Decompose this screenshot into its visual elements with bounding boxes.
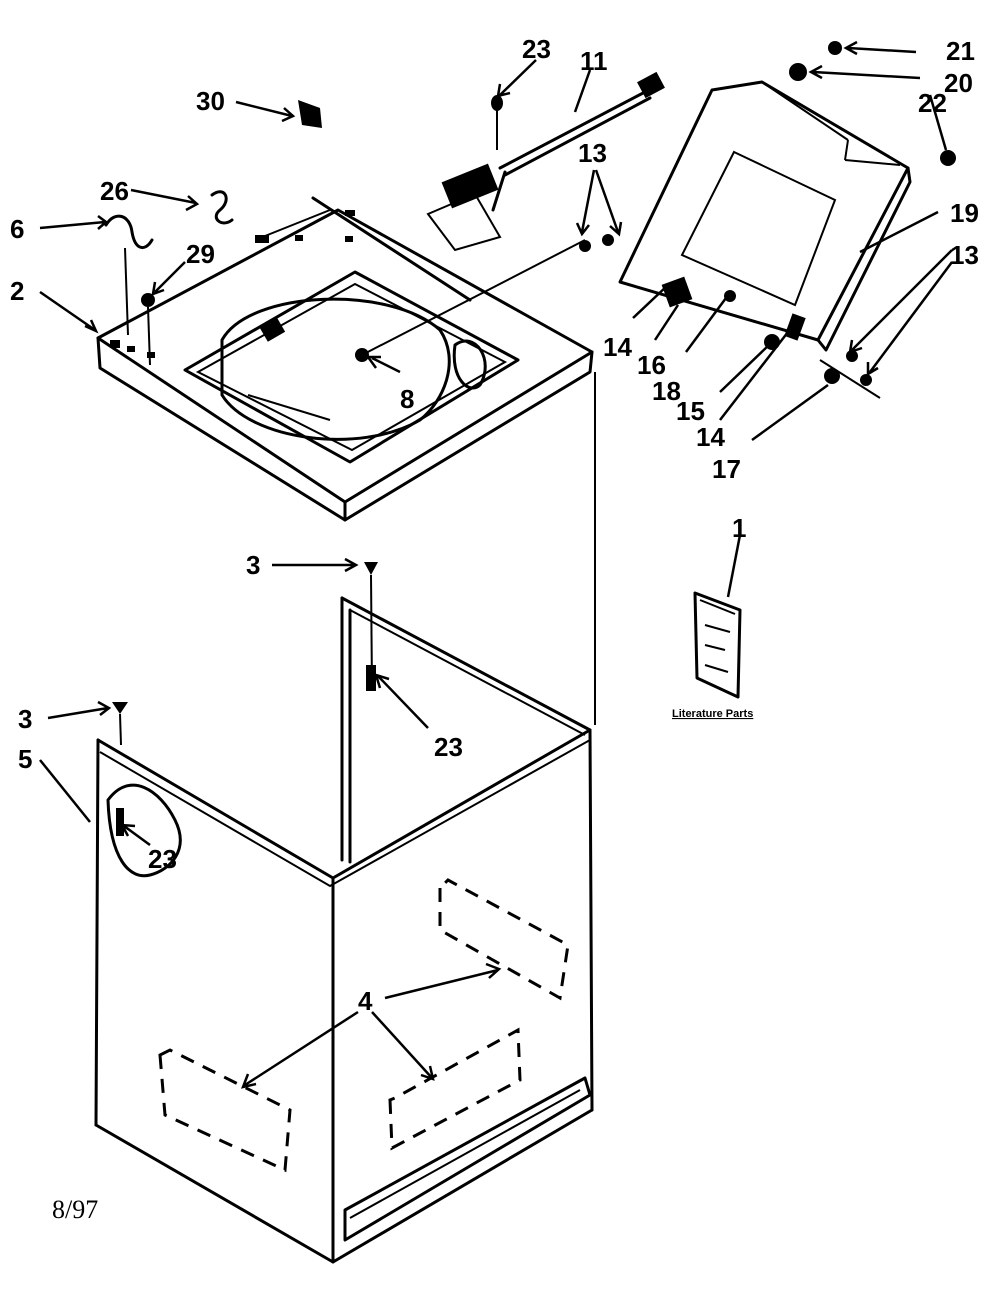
callout-15: 15 [676,396,705,426]
callout-20: 20 [944,68,973,98]
callout-22: 22 [918,88,947,118]
date-code: 8/97 [52,1195,98,1224]
callout-14-left: 14 [603,332,632,362]
callout-2: 2 [10,276,24,306]
leader-lines [39,40,954,1089]
callout-3-upper: 3 [246,550,260,580]
callout-3-lower: 3 [18,704,32,734]
callout-21: 21 [946,36,975,66]
callout-labels: 1 2 3 3 4 5 6 8 11 13 13 14 14 15 16 17 … [10,34,979,1016]
hidden-pads [158,878,570,1173]
callout-29: 29 [186,239,215,269]
literature-booklet [693,591,742,699]
callout-16: 16 [637,350,666,380]
washer-lid [618,80,912,352]
callout-8: 8 [400,384,414,414]
top-panel [96,192,594,522]
callout-11: 11 [580,46,608,76]
callout-26: 26 [100,176,129,206]
callout-6: 6 [10,214,24,244]
callout-13-right: 13 [950,240,979,270]
callout-1: 1 [732,513,746,543]
callout-30: 30 [196,86,225,116]
washer-cabinet [94,372,596,1264]
callout-4: 4 [358,986,373,1016]
callout-23-top: 23 [522,34,551,64]
small-parts [104,41,956,746]
callout-17: 17 [712,454,741,484]
callout-19: 19 [950,198,979,228]
callout-23-mid: 23 [434,732,463,762]
callout-14-right: 14 [696,422,725,452]
callout-23-left: 23 [148,844,177,874]
literature-parts-label: Literature Parts [672,708,753,720]
callout-13-upper: 13 [578,138,607,168]
callout-5: 5 [18,744,32,774]
callout-18: 18 [652,376,681,406]
